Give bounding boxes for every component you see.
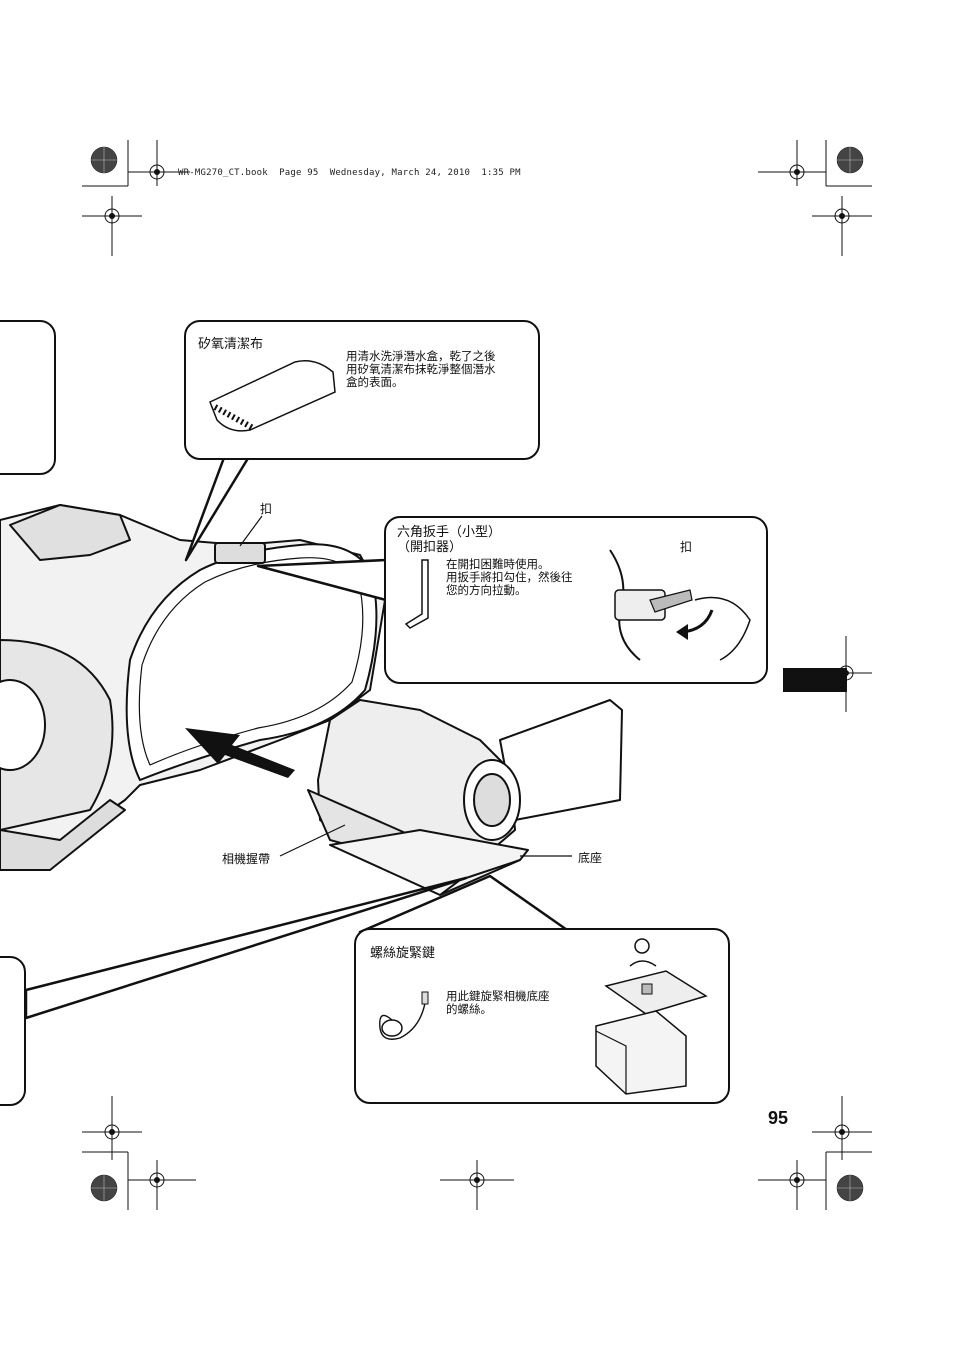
cloth-illustration (209, 360, 336, 432)
base-screw-illustration (595, 938, 708, 1095)
chapter-tab (783, 668, 847, 692)
screw-key-icon (379, 991, 429, 1040)
callout-wrench-title: 六角扳手（小型） （開扣器） (397, 525, 502, 555)
callout-screw-key-title: 螺絲旋緊鍵 (370, 946, 436, 961)
left-callout-bottom (0, 956, 26, 1106)
left-callout-top (0, 320, 56, 475)
page-number: 95 (768, 1108, 789, 1128)
buckle-label: 扣 (260, 502, 273, 516)
callout-cloth-title: 矽氧清潔布 (198, 337, 264, 352)
file-info-header: WR-MG270_CT.book Page 95 Wednesday, Marc… (178, 168, 521, 178)
base-label: 底座 (578, 851, 603, 865)
insert-arrow (185, 728, 295, 778)
wrench-inset-buckle-label: 扣 (680, 540, 693, 554)
wrench-usage-illustration (609, 549, 751, 661)
hex-wrench-icon (404, 559, 429, 629)
callout-cloth-desc: 用清水洗淨潛水盒，乾了之後 用矽氧清潔布抹乾淨整個潛水 盒的表面。 (346, 349, 496, 389)
callout-screw-key-desc: 用此鍵旋緊相機底座 的螺絲。 (446, 989, 550, 1016)
camera-strap-label: 相機握帶 (222, 852, 271, 866)
callout-wrench (384, 516, 768, 684)
callout-wrench-desc: 在開扣困難時使用。 用扳手將扣勾住，然後往 您的方向拉動。 (446, 557, 573, 597)
